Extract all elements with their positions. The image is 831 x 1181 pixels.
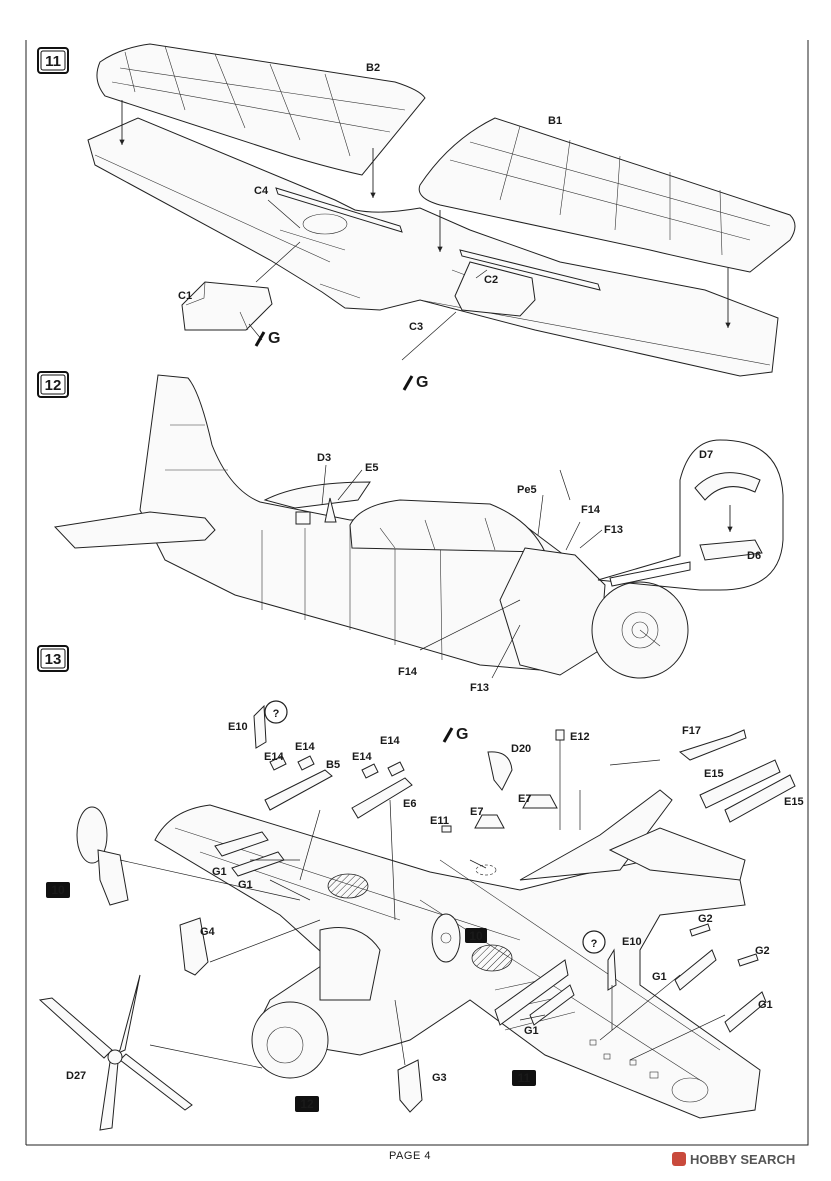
svg-text:11: 11: [518, 1071, 531, 1085]
svg-text:10: 10: [51, 883, 65, 897]
glue-icon-1: G: [254, 330, 280, 347]
step-12-badge: 12: [37, 371, 69, 398]
label-f17: F17: [682, 725, 701, 737]
label-e11: E11: [430, 815, 449, 827]
label-c3: C3: [409, 321, 423, 333]
label-e15-a: E15: [704, 768, 724, 780]
label-c4: C4: [254, 185, 269, 197]
ref-badge-11: 11: [512, 1070, 536, 1086]
label-f13-bottom: F13: [470, 682, 489, 694]
label-e10-top: E10: [228, 721, 248, 733]
label-g1-c: G1: [652, 971, 667, 983]
svg-text:10: 10: [469, 929, 483, 943]
step-13: 13: [37, 645, 804, 1131]
page-number: PAGE 4: [389, 1150, 431, 1162]
step-11: 11 B2 B1 C4 C: [37, 43, 796, 391]
step-12-number: 12: [45, 377, 62, 394]
label-f13-top: F13: [604, 524, 623, 536]
bomb-racks: [214, 759, 796, 1033]
option-bubbles: ? ?: [264, 700, 606, 954]
label-c2: C2: [484, 274, 498, 286]
leaders-11: [248, 199, 488, 361]
label-d6: D6: [747, 550, 761, 562]
label-d27: D27: [66, 1070, 86, 1082]
label-b2: B2: [366, 62, 380, 74]
left-wing-upper-b2: [96, 43, 426, 176]
label-g2-b: G2: [755, 945, 770, 957]
label-b5: B5: [326, 759, 340, 771]
label-g3: G3: [432, 1072, 447, 1084]
label-e14-b: E14: [264, 751, 284, 763]
ref-badge-10-left: 10: [46, 882, 70, 898]
leaders-13: [119, 740, 726, 1069]
label-d20: D20: [511, 743, 531, 755]
label-e7-a: E7: [518, 793, 531, 805]
step-12: 12 D3 E5 Pe5 F14 F13: [37, 371, 784, 694]
label-e10-bottom: E10: [622, 936, 642, 948]
label-e5: E5: [365, 462, 378, 474]
leaders-12: [321, 464, 603, 679]
main-gear-leg-left: [76, 806, 129, 906]
label-e14-d: E14: [380, 735, 400, 747]
label-g1-b: G1: [238, 879, 253, 891]
main-gear-leg-right: [431, 913, 461, 963]
spar-c2: [454, 261, 536, 317]
step-11-number: 11: [45, 53, 61, 70]
label-e7-b: E7: [470, 806, 483, 818]
fuselage-side-view: [53, 374, 689, 679]
gear-door-g3: [397, 1059, 423, 1113]
label-g1-e: G1: [524, 1025, 539, 1037]
label-c1: C1: [178, 290, 192, 302]
label-b1: B1: [548, 115, 562, 127]
label-e15-b: E15: [784, 796, 804, 808]
ref-badge-10-right: 10: [465, 928, 487, 943]
label-f14-top: F14: [581, 504, 601, 516]
aircraft-underside-view: [154, 789, 761, 1119]
step-13-number: 13: [45, 651, 62, 668]
glue-icon-2: G: [402, 374, 428, 391]
gear-door-g4: [179, 917, 209, 976]
option-mark-1: ?: [273, 708, 280, 720]
spar-c1: [181, 281, 273, 331]
glue-label-3: G: [456, 726, 468, 743]
right-wing-upper-b1: [418, 117, 796, 273]
label-e12: E12: [570, 731, 590, 743]
glue-label-2: G: [416, 374, 428, 391]
inset-circle-d7-d6: [597, 439, 784, 591]
label-d3: D3: [317, 452, 331, 464]
watermark-logo: HOBBY SEARCH: [672, 1152, 795, 1167]
propeller-d27: [38, 974, 193, 1131]
label-f14-bottom: F14: [398, 666, 418, 678]
glue-label-1: G: [268, 330, 280, 347]
option-mark-2: ?: [591, 938, 598, 950]
step-11-badge: 11: [37, 47, 69, 74]
label-g1-a: G1: [212, 866, 227, 878]
small-parts: [253, 704, 759, 991]
ref-badge-12: 12: [295, 1096, 319, 1112]
step-13-badge: 13: [37, 645, 69, 672]
watermark-text: HOBBY SEARCH: [690, 1152, 795, 1167]
label-g2-a: G2: [698, 913, 713, 925]
label-g4: G4: [200, 926, 216, 938]
glue-icon-3: G: [442, 726, 468, 743]
svg-text:12: 12: [300, 1097, 314, 1111]
label-d7: D7: [699, 449, 713, 461]
lower-wing-c3: [87, 117, 779, 377]
label-g1-d: G1: [758, 999, 773, 1011]
label-e6: E6: [403, 798, 416, 810]
label-e14-c: E14: [352, 751, 372, 763]
page-frame: [25, 40, 809, 1146]
label-e14-a: E14: [295, 741, 315, 753]
label-pe5: Pe5: [517, 484, 537, 496]
